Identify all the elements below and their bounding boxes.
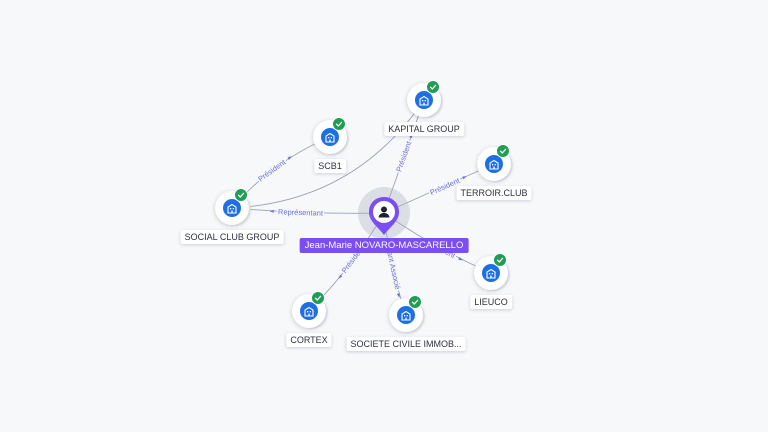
company-name-label[interactable]: TERROIR.CLUB	[456, 186, 532, 200]
company-name-label[interactable]: KAPITAL GROUP	[384, 122, 464, 136]
arrow-icon	[458, 257, 463, 261]
verified-check-icon	[496, 144, 510, 158]
arrow-icon	[287, 156, 292, 160]
company-name-label[interactable]: SOCIETE CIVILE IMMOB...	[346, 337, 466, 351]
person-name-label[interactable]: Jean-Marie NOVARO-MASCARELLO	[299, 238, 469, 253]
relation-label: Représentant	[276, 206, 324, 218]
arrow-icon	[462, 176, 467, 180]
building-icon	[325, 132, 335, 143]
verified-check-icon	[311, 291, 325, 305]
company-icon[interactable]	[292, 291, 326, 328]
check-icon	[496, 257, 504, 263]
company-icon[interactable]	[407, 80, 441, 117]
company-icon-fill	[415, 91, 433, 109]
verified-check-icon	[426, 80, 440, 94]
company-icon[interactable]	[313, 117, 347, 154]
building-icon	[486, 268, 496, 279]
building-icon	[489, 159, 499, 170]
company-icon[interactable]	[477, 144, 511, 181]
company-icon-fill	[223, 199, 241, 217]
building-icon	[401, 310, 411, 321]
check-icon	[411, 299, 419, 305]
verified-check-icon	[408, 295, 422, 309]
building-icon	[304, 306, 314, 317]
person-icon	[369, 197, 399, 235]
company-icon[interactable]	[215, 188, 249, 225]
company-icon[interactable]	[389, 295, 423, 332]
check-icon	[429, 84, 437, 90]
company-icon-fill	[397, 306, 415, 324]
company-name-label[interactable]: LIEUCO	[470, 295, 512, 309]
check-icon	[335, 121, 343, 127]
check-icon	[499, 148, 507, 154]
company-name-label[interactable]: SOCIAL CLUB GROUP	[180, 230, 284, 244]
arrow-icon	[269, 209, 274, 213]
building-icon	[227, 203, 237, 214]
check-icon	[314, 295, 322, 301]
check-icon	[237, 192, 245, 198]
company-icon-fill	[300, 302, 318, 320]
company-name-label[interactable]: CORTEX	[286, 333, 332, 347]
company-icon-fill	[485, 155, 503, 173]
verified-check-icon	[234, 188, 248, 202]
company-icon-fill	[482, 264, 500, 282]
verified-check-icon	[493, 253, 507, 267]
company-icon[interactable]	[474, 253, 508, 290]
building-icon	[419, 95, 429, 106]
arrow-icon	[338, 274, 343, 279]
arrow-icon	[396, 293, 400, 298]
company-icon-fill	[321, 128, 339, 146]
verified-check-icon	[332, 117, 346, 131]
company-name-label[interactable]: SCB1	[314, 159, 346, 173]
